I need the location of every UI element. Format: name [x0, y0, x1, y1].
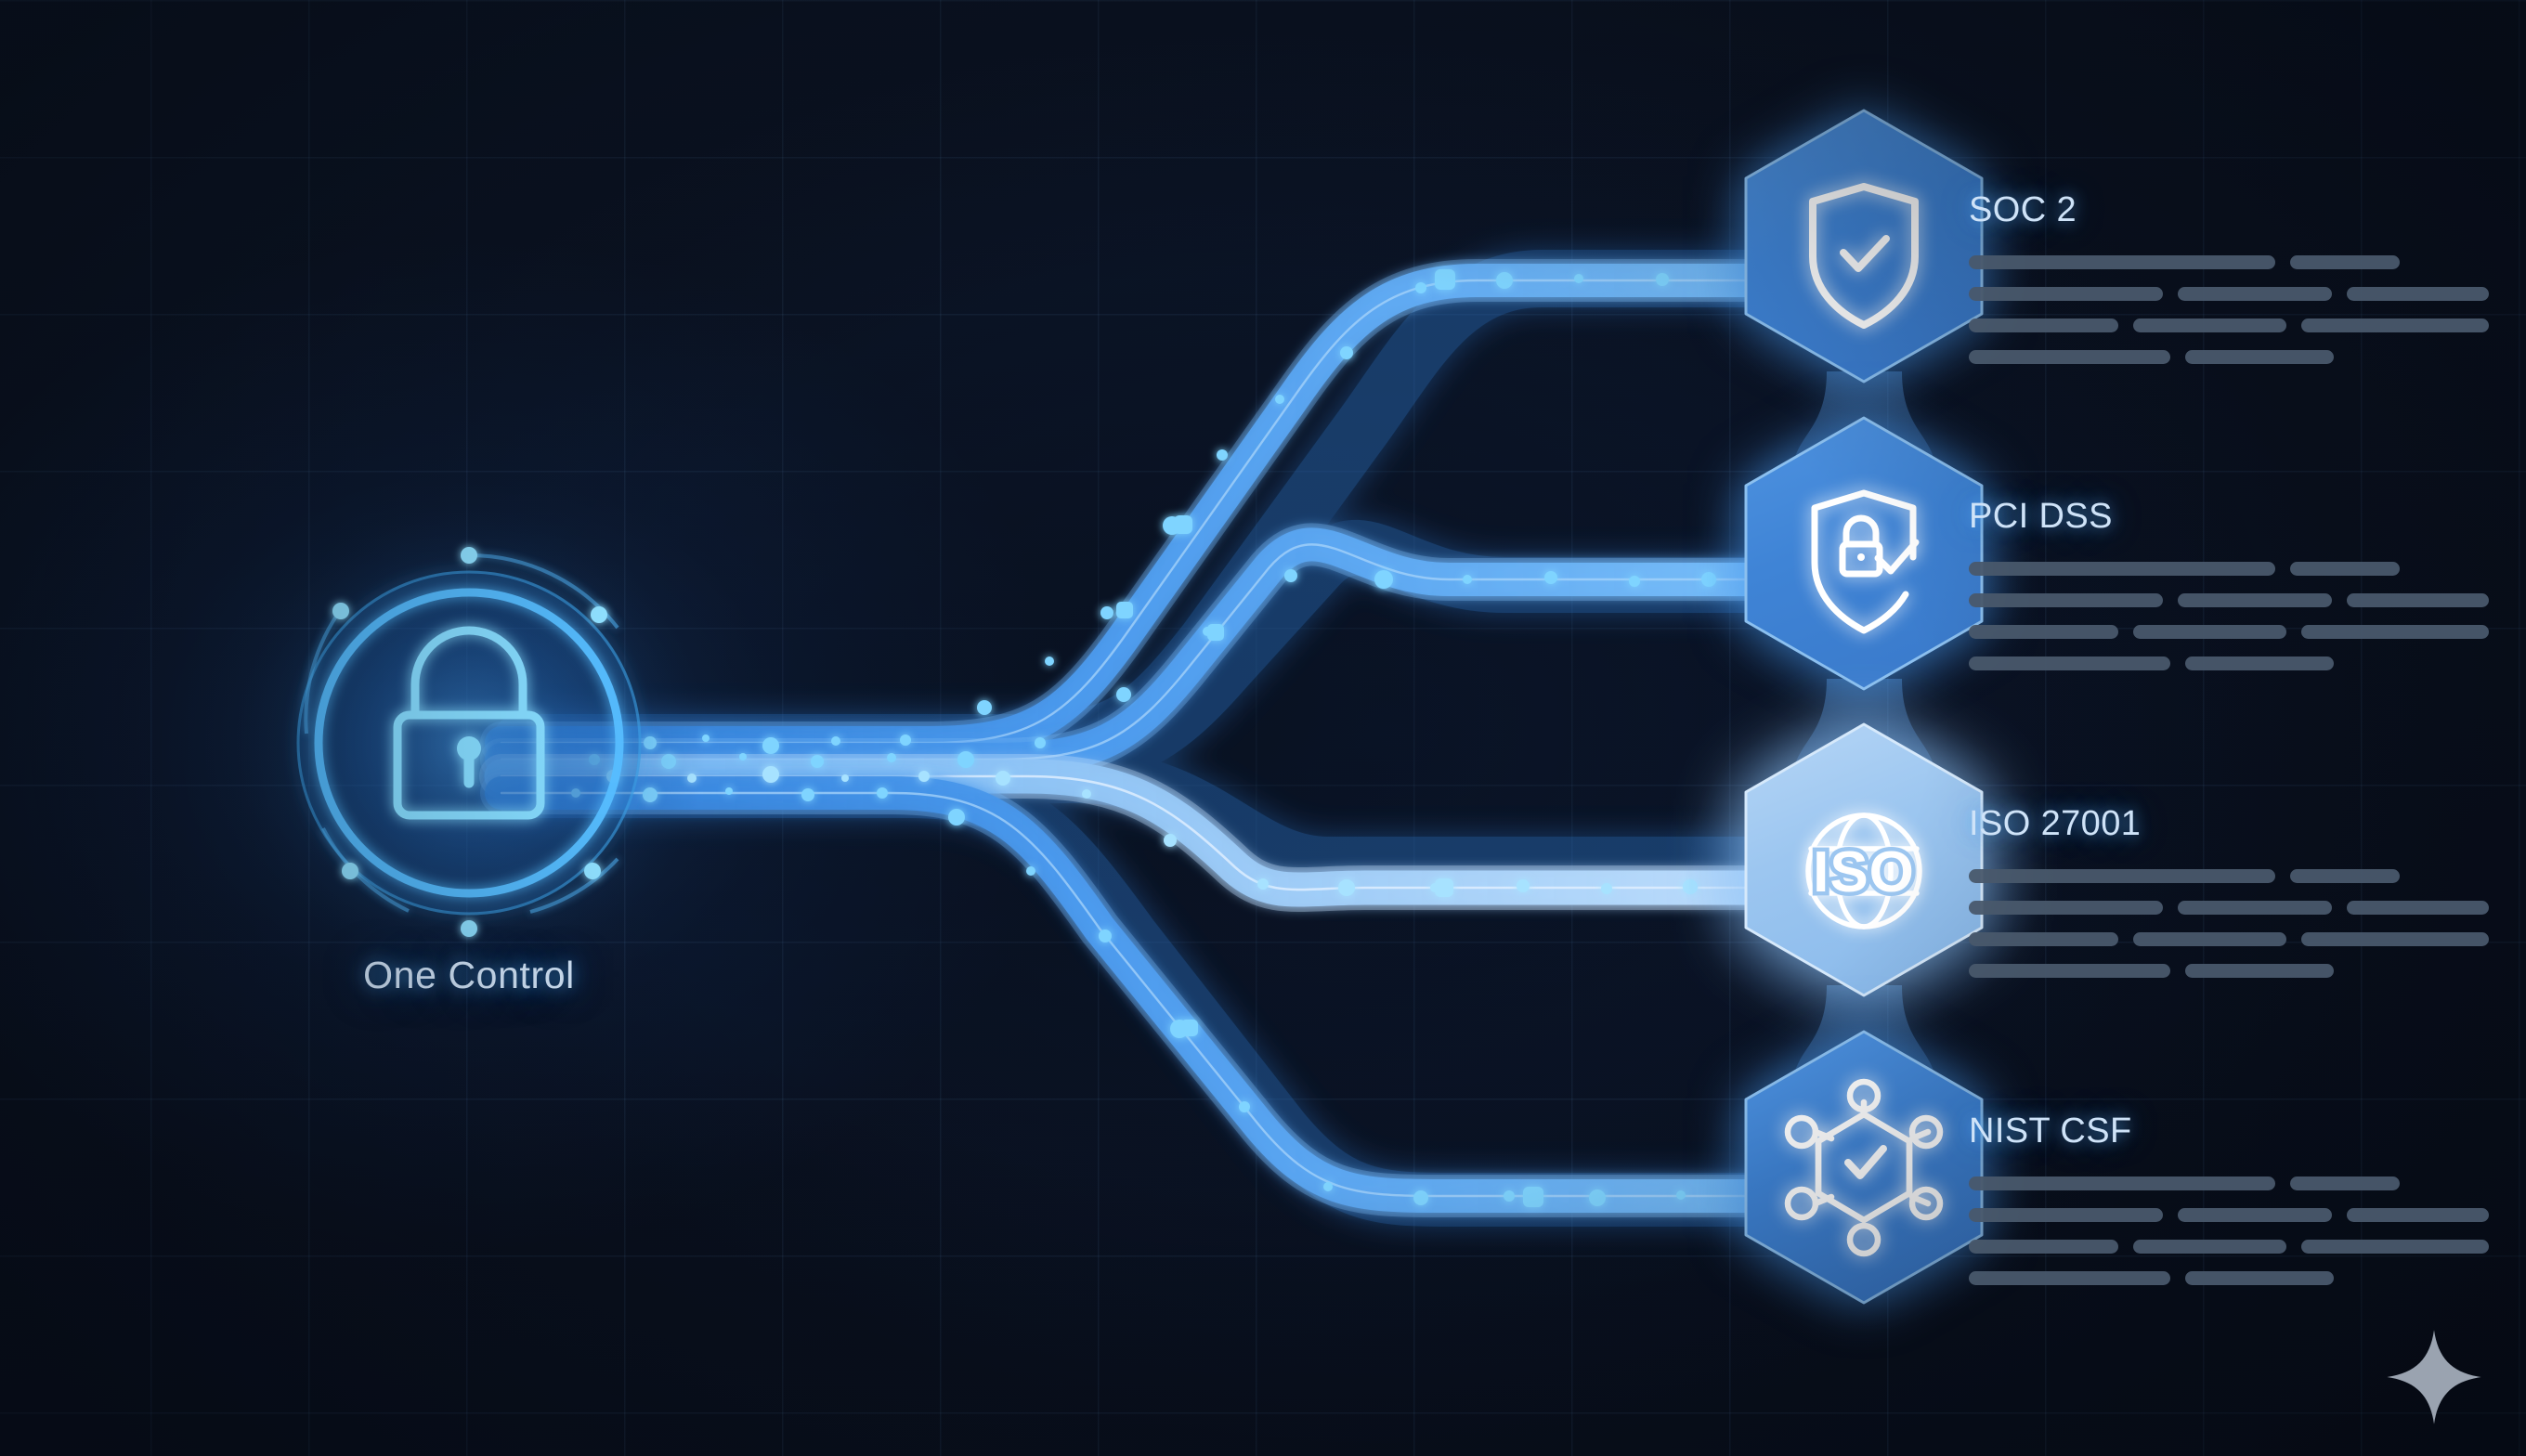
one-control-label: One Control [363, 954, 575, 996]
hex-connectors [1792, 371, 1936, 1184]
bar-row [1969, 562, 2489, 576]
bar-row [1969, 318, 2490, 332]
placeholder-bars-soc2 [1969, 255, 2490, 364]
one-control-node [232, 506, 706, 980]
bar-row [1969, 1240, 2490, 1254]
framework-title-soc2: SOC 2 [1969, 190, 2077, 229]
bar-row [1969, 901, 2489, 915]
framework-detail-column: SOC 2 PCI DSS ISO 27001 [1969, 0, 2526, 1456]
framework-title-pci: PCI DSS [1969, 497, 2113, 536]
bar-row [1969, 1208, 2489, 1222]
placeholder-bars-nist [1969, 1176, 2490, 1285]
framework-entry-iso[interactable]: ISO 27001 [1969, 804, 2490, 978]
bar-row [1969, 350, 2489, 364]
bar-row [1969, 1176, 2489, 1190]
bar-row [1969, 287, 2489, 301]
framework-entry-soc2[interactable]: SOC 2 [1969, 190, 2490, 364]
framework-entry-pci[interactable]: PCI DSS [1969, 497, 2490, 670]
placeholder-bars-pci [1969, 562, 2490, 670]
bar-row [1969, 656, 2489, 670]
framework-title-nist: NIST CSF [1969, 1112, 2132, 1150]
framework-entry-nist[interactable]: NIST CSF [1969, 1112, 2490, 1285]
bar-row [1969, 1271, 2489, 1285]
framework-title-iso: ISO 27001 [1969, 804, 2142, 843]
four-point-star-icon [2387, 1330, 2481, 1424]
bar-row [1969, 869, 2489, 883]
bar-row [1969, 625, 2490, 639]
bar-row [1969, 255, 2489, 269]
bar-row [1969, 964, 2489, 978]
bar-row [1969, 593, 2489, 607]
placeholder-bars-iso [1969, 869, 2490, 978]
bar-row [1969, 932, 2490, 946]
